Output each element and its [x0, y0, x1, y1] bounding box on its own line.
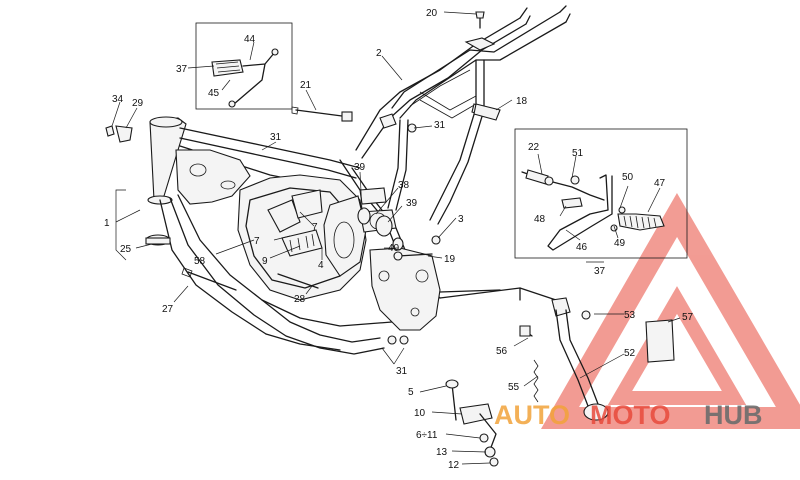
label-22: 22: [528, 142, 540, 153]
label-57: 57: [682, 312, 694, 323]
leader-lines: [111, 11, 681, 465]
watermark-logo: [540, 193, 800, 429]
label-19: 19: [444, 254, 456, 265]
label-31-upper: 31: [434, 120, 446, 131]
side-stand: [439, 287, 675, 467]
label-31-mid: 31: [270, 132, 282, 143]
inset-footrest-left: [195, 22, 293, 110]
label-56: 56: [496, 346, 508, 357]
label-4: 4: [318, 260, 324, 271]
label-37-right: 37: [594, 266, 606, 277]
label-47: 47: [654, 178, 666, 189]
watermark-auto: AUTO: [494, 400, 570, 430]
label-46: 46: [576, 242, 588, 253]
label-21: 21: [300, 80, 312, 91]
label-28: 28: [294, 294, 306, 305]
label-27: 27: [162, 304, 174, 315]
label-18: 18: [516, 96, 528, 107]
label-55: 55: [508, 382, 520, 393]
label-31-lower: 31: [396, 366, 408, 377]
label-49: 49: [614, 238, 626, 249]
label-3: 3: [458, 214, 464, 225]
label-45: 45: [208, 88, 220, 99]
label-7-left: 7: [254, 236, 260, 247]
label-51: 51: [572, 148, 584, 159]
label-9: 9: [262, 256, 268, 267]
label-25: 25: [120, 244, 132, 255]
part-labels: 20 2 18 44 37 45 21 31 34 29 31 39 38 39…: [104, 8, 694, 471]
small-parts: [105, 11, 501, 345]
label-1: 1: [104, 218, 110, 229]
label-37-top: 37: [176, 64, 188, 75]
label-44: 44: [244, 34, 256, 45]
label-5: 5: [408, 387, 414, 398]
label-2: 2: [376, 48, 382, 59]
label-13: 13: [436, 447, 448, 458]
inset-footrest-right: [514, 128, 688, 259]
main-frame: [147, 5, 571, 355]
label-52: 52: [624, 348, 636, 359]
label-12: 12: [448, 460, 460, 471]
watermark-moto: MOTO: [590, 400, 671, 430]
label-6-11: 6÷11: [416, 430, 438, 441]
label-7-right: 7: [312, 222, 318, 233]
label-34: 34: [112, 94, 124, 105]
watermark-text: AUTO MOTO HUB: [494, 400, 763, 430]
label-53: 53: [624, 310, 636, 321]
watermark-hub: HUB: [704, 400, 763, 430]
label-29: 29: [132, 98, 144, 109]
label-10: 10: [414, 408, 426, 419]
label-48: 48: [534, 214, 546, 225]
label-39-lower: 39: [406, 198, 418, 209]
label-38: 38: [398, 180, 410, 191]
label-58: 58: [194, 256, 206, 267]
label-40: 40: [388, 243, 400, 254]
label-39-upper: 39: [354, 162, 366, 173]
label-50: 50: [622, 172, 634, 183]
label-20: 20: [426, 8, 438, 19]
